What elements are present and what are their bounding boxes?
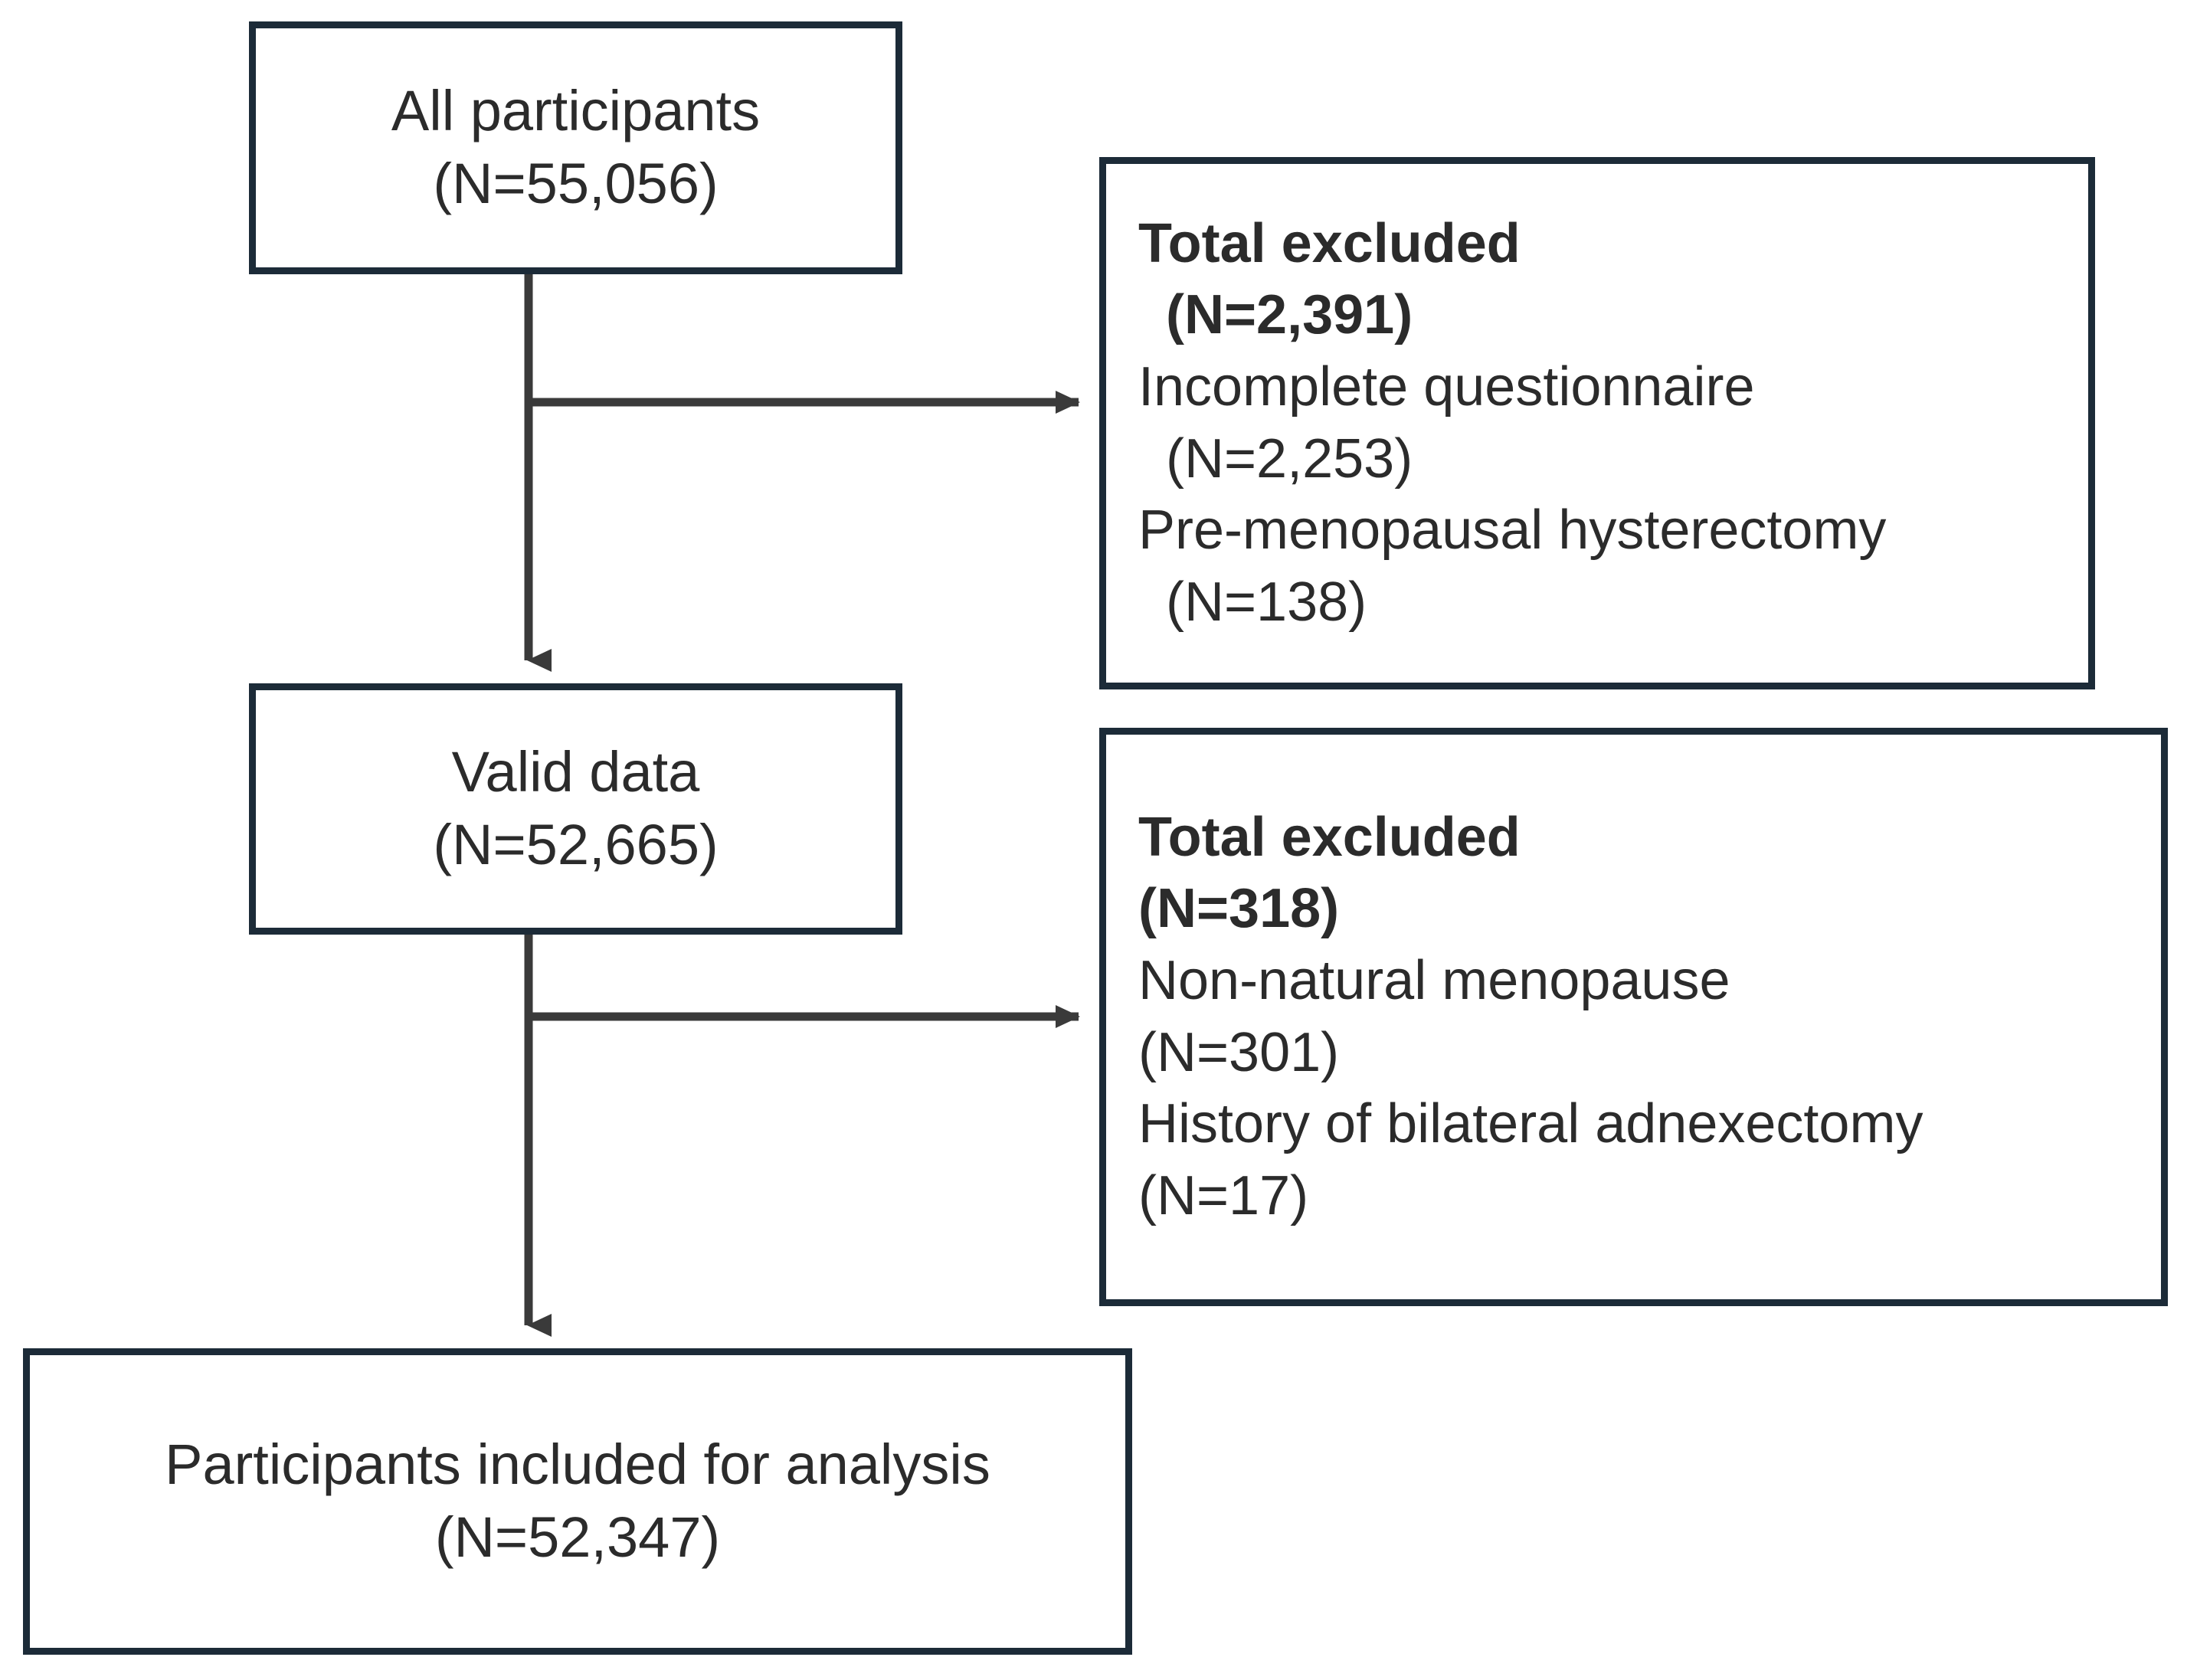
node-valid-data-text: Valid data (N=52,665)	[433, 736, 718, 881]
node-exclusion-1: Total excluded (N=2,391) Incomplete ques…	[1099, 157, 2095, 689]
exclusion-2-heading-count: (N=318)	[1138, 878, 1340, 940]
node-valid-data-label: Valid data	[451, 740, 700, 804]
node-included-for-analysis: Participants included for analysis (N=52,…	[23, 1348, 1132, 1655]
node-all-participants: All participants (N=55,056)	[249, 21, 902, 274]
node-all-participants-label: All participants	[391, 79, 761, 143]
node-included-count: (N=52,347)	[434, 1505, 721, 1569]
exclusion-1-reason-2-count: (N=138)	[1166, 571, 1367, 633]
node-included-label: Participants included for analysis	[165, 1433, 990, 1497]
exclusion-2-reason-1-label: Non-natural menopause	[1138, 949, 1730, 1011]
exclusion-1-reason-2-label: Pre-menopausal hysterectomy	[1138, 499, 1887, 562]
exclusion-2-heading: Total excluded	[1138, 806, 1521, 868]
node-included-text: Participants included for analysis (N=52,…	[165, 1429, 990, 1574]
exclusion-1-reason-1-count: (N=2,253)	[1166, 427, 1413, 490]
node-exclusion-2: Total excluded (N=318) Non-natural menop…	[1099, 728, 2168, 1306]
node-valid-data: Valid data (N=52,665)	[249, 683, 902, 935]
node-valid-data-count: (N=52,665)	[433, 813, 719, 876]
exclusion-1-heading: Total excluded	[1138, 212, 1521, 274]
exclusion-1-heading-count: (N=2,391)	[1166, 284, 1413, 346]
node-all-participants-count: (N=55,056)	[433, 152, 719, 215]
node-all-participants-text: All participants (N=55,056)	[391, 75, 760, 220]
exclusion-2-reason-1-count: (N=301)	[1138, 1021, 1340, 1083]
exclusion-2-reason-2-count: (N=17)	[1138, 1164, 1309, 1226]
exclusion-2-reason-2-label: History of bilateral adnexectomy	[1138, 1093, 1923, 1155]
exclusion-1-reason-1-label: Incomplete questionnaire	[1138, 355, 1755, 418]
